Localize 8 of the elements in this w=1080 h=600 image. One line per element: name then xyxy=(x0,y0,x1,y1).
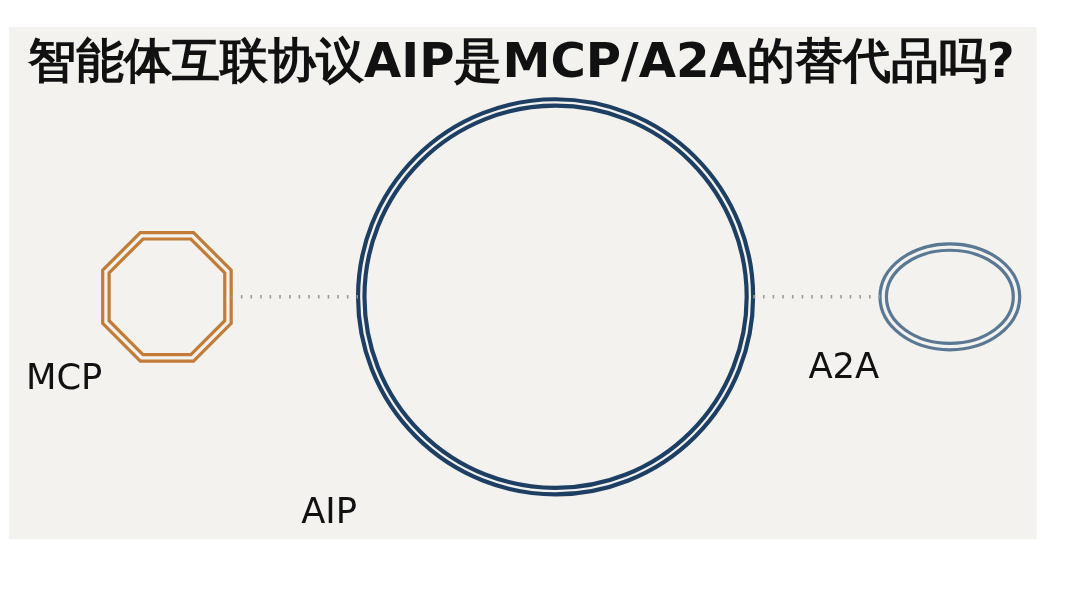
node-circle xyxy=(355,96,756,496)
diagram-title: 智能体互联协议AIP是MCP/A2A的替代品吗? xyxy=(28,31,1015,88)
node-ellipse xyxy=(878,241,1022,351)
node-label: MCP xyxy=(25,355,103,397)
connector xyxy=(231,294,358,299)
connector xyxy=(753,294,880,299)
node-label: A2A xyxy=(808,344,880,386)
node-label: AIP xyxy=(301,489,358,531)
